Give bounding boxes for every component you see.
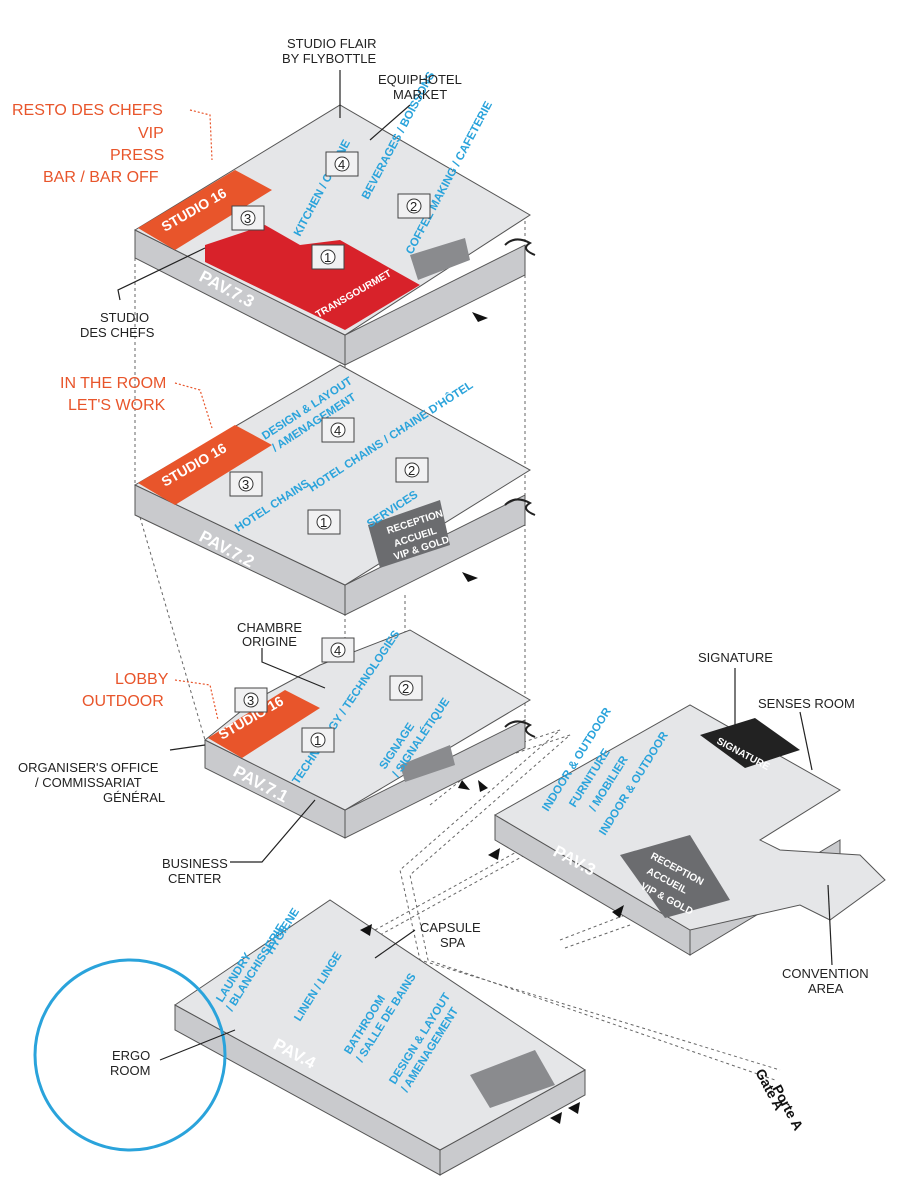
booth-markers: 1 3 4 2 4 3 2 1 4 3 2 1: [229, 151, 431, 753]
pavilion-7-1[interactable]: [204, 629, 531, 839]
label-bar: BAR / BAR OFF: [43, 169, 159, 186]
booth-3-72: 3: [229, 471, 263, 497]
label-chambre-1: CHAMBRE: [237, 620, 302, 635]
reception-block-72: [368, 500, 450, 568]
walkways: [374, 729, 781, 1081]
svg-text:3: 3: [242, 477, 249, 492]
pavilion-4[interactable]: [174, 899, 586, 1176]
leader-lines: [117, 70, 833, 1061]
svg-text:2: 2: [402, 681, 409, 696]
label-studio-flair-1: STUDIO FLAIR: [287, 36, 377, 51]
svg-text:1: 1: [320, 515, 327, 530]
label-capsule-2: SPA: [440, 935, 465, 950]
label-business-1: BUSINESS: [162, 856, 228, 871]
svg-text:4: 4: [338, 157, 345, 172]
booth-1-71: 1: [301, 727, 335, 753]
label-lobby: LOBBY: [115, 671, 169, 688]
svg-text:3: 3: [247, 693, 254, 708]
label-resto-des-chefs: RESTO DES CHEFS: [12, 102, 163, 119]
booth-3-71: 3: [234, 687, 268, 713]
booth-1-72: 1: [307, 509, 341, 535]
booth-1-73: 1: [311, 244, 345, 270]
studio-16-zone: [138, 170, 272, 250]
label-organiser-3: GÉNÉRAL: [103, 790, 165, 805]
label-vip: VIP: [138, 125, 164, 142]
label-outdoor: OUTDOOR: [82, 693, 164, 710]
studio-16-zone-72: [138, 425, 272, 505]
svg-text:3: 3: [244, 211, 251, 226]
booth-4-73: 4: [325, 151, 359, 177]
svg-text:2: 2: [410, 199, 417, 214]
svg-text:1: 1: [324, 250, 331, 265]
label-in-the-room: IN THE ROOM: [60, 375, 166, 392]
label-equiphotel-2: MARKET: [393, 87, 447, 102]
svg-text:4: 4: [334, 423, 341, 438]
label-lets-work: LET'S WORK: [68, 397, 166, 414]
svg-text:4: 4: [334, 643, 341, 658]
svg-text:1: 1: [314, 733, 321, 748]
label-business-2: CENTER: [168, 871, 221, 886]
booth-2-73: 2: [397, 193, 431, 219]
booth-2-71: 2: [389, 675, 423, 701]
pavilion-7-3[interactable]: [133, 104, 531, 366]
pavilion-7-2[interactable]: [133, 364, 531, 616]
label-studio-des-chefs-2: DES CHEFS: [80, 325, 155, 340]
label-convention-2: AREA: [808, 981, 844, 996]
booth-3-73: 3: [231, 205, 265, 231]
escalator-icons: [504, 238, 536, 738]
transgourmet-zone: [205, 225, 420, 330]
label-signature: SIGNATURE: [698, 650, 773, 665]
label-studio-flair-2: BY FLYBOTTLE: [282, 51, 376, 66]
signature-box: [700, 718, 800, 768]
label-organiser-1: ORGANISER'S OFFICE: [18, 760, 159, 775]
entrance-arrows: [360, 312, 624, 1124]
studio-16-zone-71: [208, 690, 320, 758]
label-ergo-2: ROOM: [110, 1063, 150, 1078]
booth-4-71: 4: [321, 637, 355, 663]
pav4-grey-block: [470, 1050, 555, 1108]
label-equiphotel-1: EQUIPHOTEL: [378, 72, 462, 87]
pavilion-3[interactable]: [493, 704, 886, 956]
label-ergo-1: ERGO: [112, 1048, 150, 1063]
cafeterie-block: [410, 238, 470, 280]
label-capsule-1: CAPSULE: [420, 920, 481, 935]
label-chambre-2: ORIGINE: [242, 634, 297, 649]
signage-block-71: [400, 745, 455, 782]
label-organiser-2: / COMMISSARIAT: [35, 775, 142, 790]
reception-block-3: [620, 835, 730, 918]
booth-2-72: 2: [395, 457, 429, 483]
label-press: PRESS: [110, 147, 164, 164]
label-convention-1: CONVENTION: [782, 966, 869, 981]
booth-4-72: 4: [321, 417, 355, 443]
ergo-room-circle: [33, 958, 227, 1152]
label-studio-des-chefs-1: STUDIO: [100, 310, 149, 325]
label-senses-room: SENSES ROOM: [758, 696, 855, 711]
svg-text:2: 2: [408, 463, 415, 478]
